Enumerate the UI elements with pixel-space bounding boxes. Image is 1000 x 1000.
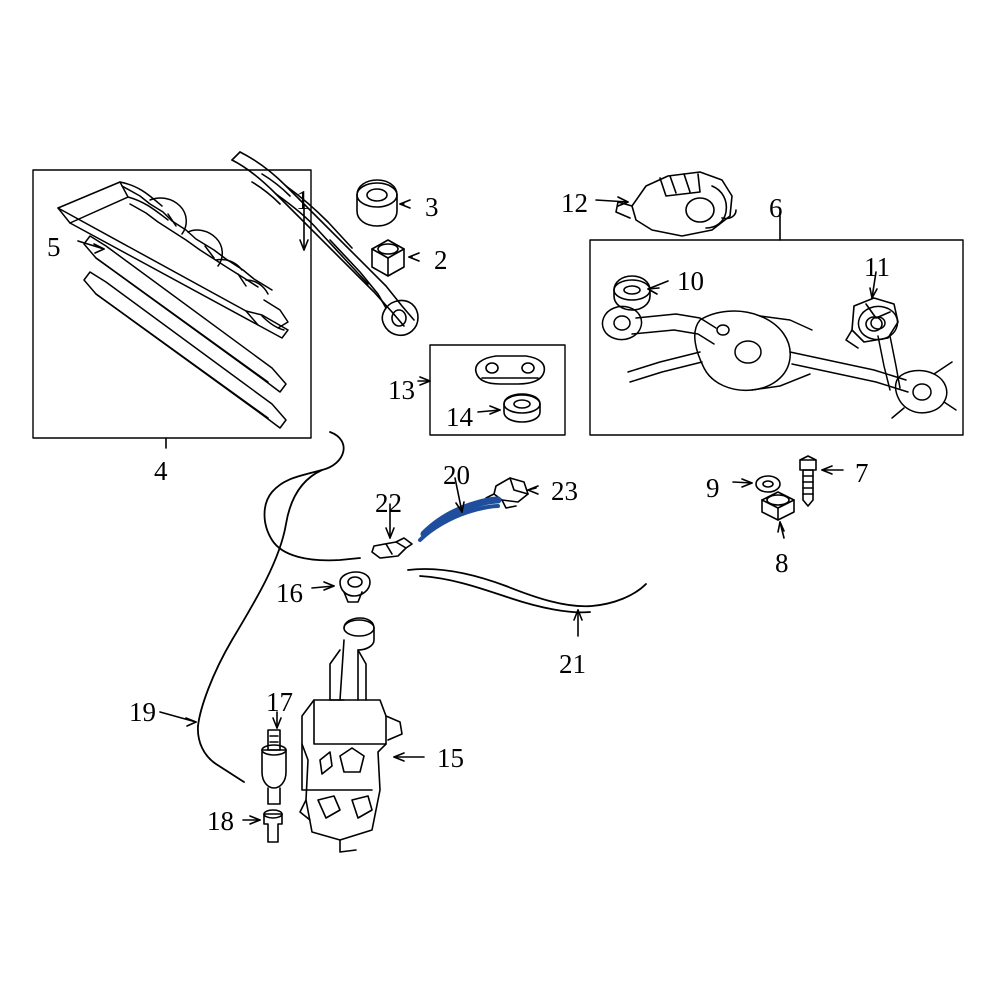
hose-connector-art xyxy=(485,477,529,509)
callout-23: 23 xyxy=(551,476,578,506)
leader-1 xyxy=(299,205,309,251)
leader-9 xyxy=(732,478,753,488)
callout-12: 12 xyxy=(561,188,588,218)
leader-13 xyxy=(417,376,431,386)
callout-15: 15 xyxy=(437,743,464,773)
washer-hose-highlighted-art xyxy=(418,496,502,542)
linkage-washer-art xyxy=(755,475,781,493)
leader-15 xyxy=(393,752,425,762)
wiper-blade-refill-art xyxy=(83,235,287,429)
callout-11: 11 xyxy=(864,252,890,282)
wiper-blade-assembly-art xyxy=(57,181,289,339)
leader-10 xyxy=(647,280,669,295)
leader-17 xyxy=(272,711,282,729)
leader-23 xyxy=(527,485,539,495)
linkage-bolt-art xyxy=(799,455,817,507)
callout-18: 18 xyxy=(207,806,234,836)
leader-8 xyxy=(777,521,785,539)
leader-11 xyxy=(869,271,878,299)
wiper-blade-group-box xyxy=(32,169,312,439)
callout-5: 5 xyxy=(47,232,61,262)
callout-10: 10 xyxy=(677,266,704,296)
wiper-motor-art xyxy=(615,171,737,237)
callout-20: 20 xyxy=(443,460,470,490)
callout-8: 8 xyxy=(775,548,789,578)
linkage-bracket-art xyxy=(845,297,899,349)
leader-16 xyxy=(311,581,335,591)
callout-1: 1 xyxy=(296,185,310,215)
callout-6: 6 xyxy=(769,193,783,223)
washer-hose-long-art xyxy=(197,431,361,783)
leader-12 xyxy=(595,196,629,207)
wiper-arm-nut-art xyxy=(371,239,405,277)
callout-21: 21 xyxy=(559,649,586,679)
callout-7: 7 xyxy=(855,458,869,488)
wiper-arm-cap-art xyxy=(356,179,398,227)
callout-19: 19 xyxy=(129,697,156,727)
callout-13: 13 xyxy=(388,375,415,405)
leader-5 xyxy=(77,240,105,254)
callout-22: 22 xyxy=(375,488,402,518)
callout-4: 4 xyxy=(154,456,168,486)
callout-3: 3 xyxy=(425,192,439,222)
leader-19 xyxy=(159,711,197,727)
callout-9: 9 xyxy=(706,473,720,503)
wiper-arm-art xyxy=(231,151,419,337)
leader-7 xyxy=(821,465,844,475)
washer-hose-right-art xyxy=(407,568,647,614)
pivot-cover-group-box xyxy=(429,344,566,436)
washer-fluid-reservoir-art xyxy=(299,617,403,853)
wiper-linkage-art xyxy=(601,305,957,419)
leader-20 xyxy=(454,477,465,513)
washer-pump-art xyxy=(261,729,287,805)
leader-21 xyxy=(573,609,583,637)
wiper-linkage-group-box xyxy=(589,239,964,436)
leader-22 xyxy=(385,503,395,539)
callout-14: 14 xyxy=(446,402,473,432)
pivot-cover-art xyxy=(474,355,546,385)
callout-17: 17 xyxy=(266,687,293,717)
leader-3 xyxy=(399,199,411,209)
leader-2 xyxy=(408,252,420,262)
pivot-cover-cap-art xyxy=(503,393,541,423)
callout-16: 16 xyxy=(276,578,303,608)
leader-18 xyxy=(242,815,261,825)
hose-clip-art xyxy=(339,571,371,603)
callout-2: 2 xyxy=(434,245,448,275)
linkage-nut-art xyxy=(761,491,795,521)
hose-joint-clip-art xyxy=(371,537,413,559)
pump-grommet-art xyxy=(263,809,283,843)
leader-14 xyxy=(477,405,501,415)
